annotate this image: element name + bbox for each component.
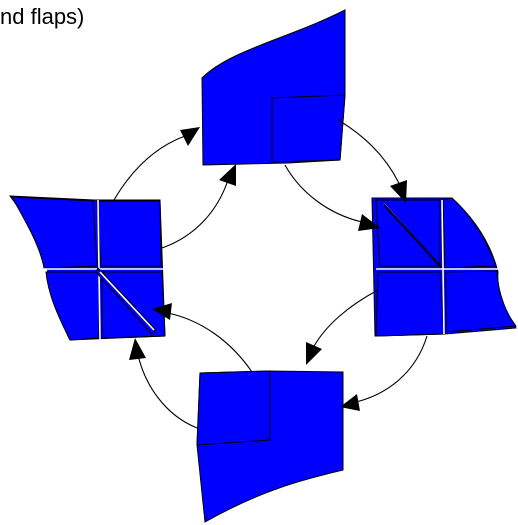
- left-panel-bottom-left: [45, 271, 100, 341]
- arrowhead-bottom-to-left-inner: [152, 303, 172, 320]
- arrowhead-top-to-right-inner: [358, 214, 380, 231]
- right-vertical-seam: [441, 199, 445, 335]
- bottom-blade-group: [196, 370, 344, 523]
- arrow-bottom-to-left-outer: [137, 354, 198, 429]
- arrow-top-to-right-inner: [284, 164, 363, 223]
- right-blade-group: [371, 197, 517, 337]
- flow-arrows: [113, 119, 428, 429]
- arrowhead-left-to-top-inner: [219, 164, 236, 186]
- arrow-right-to-bottom-inner: [312, 289, 379, 349]
- right-panel-bottom-left: [375, 271, 445, 337]
- bottom-blade-flap: [196, 370, 271, 446]
- arrow-right-to-bottom-outer: [355, 335, 428, 403]
- arrow-bottom-to-left-inner: [167, 312, 253, 373]
- arrow-left-to-top-outer: [113, 135, 186, 201]
- left-panel-top-left: [11, 196, 98, 269]
- arrowhead-right-to-bottom-inner: [306, 342, 322, 365]
- arrow-top-to-right-outer: [337, 119, 403, 191]
- top-blade-group: [201, 9, 346, 166]
- arrow-left-to-top-inner: [161, 179, 229, 249]
- arrowhead-right-to-bottom-outer: [340, 394, 360, 411]
- left-fold-line: [99, 271, 155, 331]
- left-panel-top-right: [96, 200, 162, 267]
- right-panel-top-right: [442, 197, 497, 269]
- arrowhead-top-to-right-outer: [390, 180, 407, 203]
- top-blade-flap: [271, 94, 346, 163]
- right-panel-bottom-right: [445, 270, 517, 333]
- left-blade-group: [8, 195, 166, 341]
- arrowhead-bottom-to-left-outer: [129, 338, 146, 360]
- arrowhead-left-to-top-outer: [180, 127, 200, 146]
- caption-text: nd flaps): [0, 4, 85, 29]
